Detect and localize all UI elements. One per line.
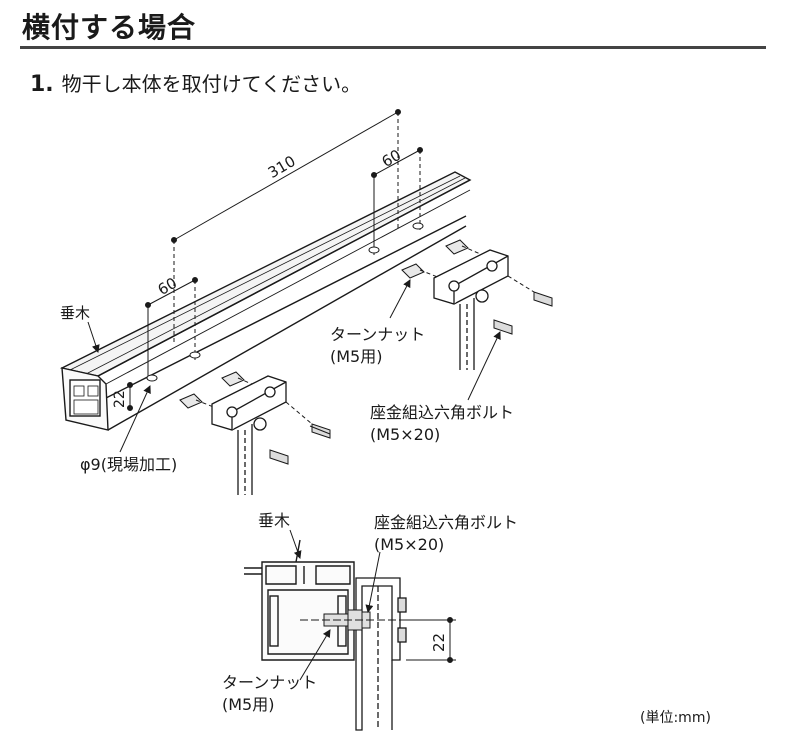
label-bolt-section: 座金組込六角ボルト [374,513,518,532]
label-turn-nut-spec-top: (M5用) [330,347,382,366]
label-bolt-spec-section: (M5×20) [374,535,444,554]
bolts-iso [269,275,553,465]
label-turn-nut-section: ターンナット [222,673,317,692]
dim-310-label: 310 [265,152,299,182]
dimension-60-left [145,277,198,380]
label-turn-nut-top: ターンナット [330,325,425,344]
step-text: 物干し本体を取付けてください。 [61,72,362,96]
step-number: 1. [30,72,54,97]
turn-nuts-right [401,239,495,283]
bracket-left [211,375,287,495]
drill-holes [146,222,424,382]
step-instruction: 1. 物干し本体を取付けてください。 [30,70,361,99]
dim-22-top-label: 22 [112,390,128,408]
dim-60-right-label: 60 [379,146,405,171]
dimension-310 [171,109,401,345]
label-taruki-top: 垂木 [60,304,90,322]
dimension-60-right [371,147,423,255]
leaders-section [289,529,381,681]
label-bolt-spec-top: (M5×20) [370,425,440,444]
dim-60-left-label: 60 [155,274,181,299]
section-rafter [244,539,355,661]
leaders-top [87,279,501,453]
label-bolt-top: 座金組込六角ボルト [370,403,514,422]
unit-note: (単位:mm) [640,710,711,726]
page-title: 横付する場合 [22,11,197,44]
title-underline [20,46,766,49]
bracket-right [433,249,509,370]
iso-rafter [59,171,472,431]
section-bolt [300,609,420,631]
label-taruki-section: 垂木 [258,511,290,530]
section-bracket [355,577,407,731]
label-turn-nut-spec-section: (M5用) [222,695,274,714]
dimension-22-top [127,382,133,411]
dimension-22-section [406,617,456,663]
dim-22-section-label: 22 [430,633,448,652]
label-hole: φ9(現場加工) [80,455,177,474]
